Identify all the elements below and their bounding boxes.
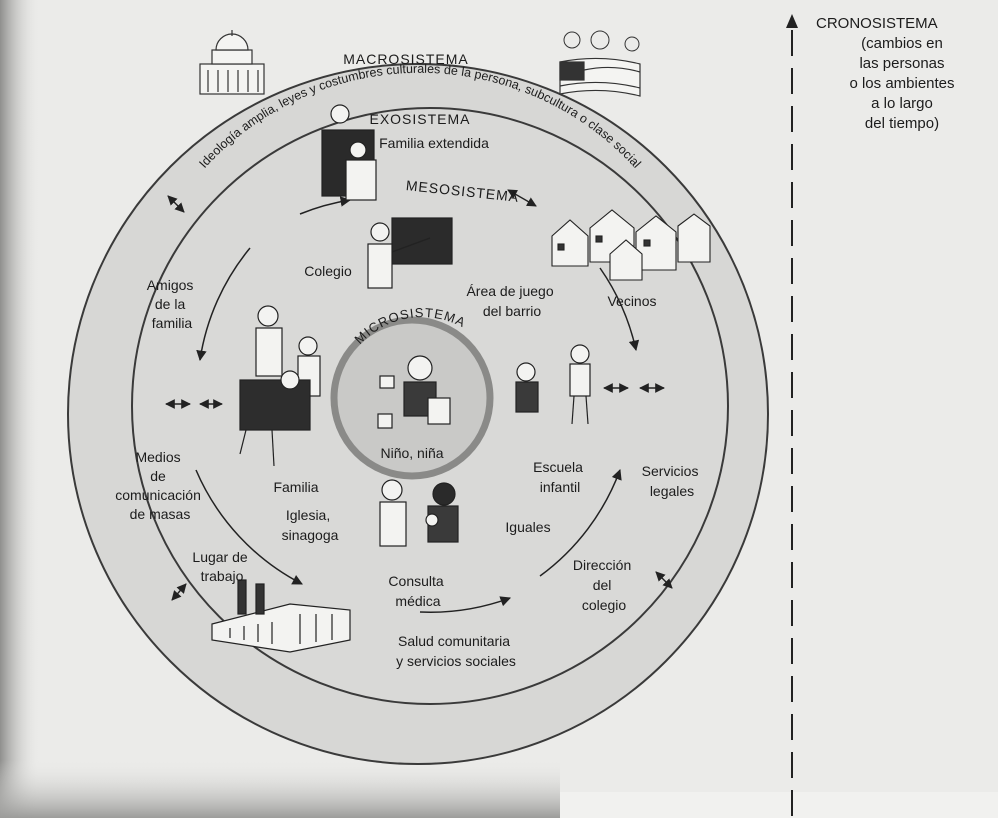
family-friends-label: Amigos de la familia: [147, 277, 198, 331]
peers-label: Iguales: [505, 519, 550, 535]
fireworks-icon: [563, 30, 640, 52]
workplace-label: Lugar de trabajo: [192, 549, 251, 584]
community-health-label: Salud comunitaria y servicios sociales: [396, 633, 516, 669]
preschool-label: Escuela infantil: [533, 459, 587, 495]
teacher-illustration: [367, 217, 453, 289]
child-playing-illustration: [377, 355, 451, 429]
medical-label: Consulta médica: [388, 573, 447, 609]
school-board-label: Dirección del colegio: [573, 557, 635, 613]
capitol-building-icon: [199, 30, 265, 95]
mesosystem-arrows: [195, 196, 640, 613]
exosystem-title: EXOSISTEMA: [369, 111, 470, 127]
playground-label: Área de juego del barrio: [466, 283, 557, 319]
neighbors-label: Vecinos: [607, 293, 656, 309]
school-label: Colegio: [304, 263, 352, 279]
chronosystem-description: (cambios en las personas o los ambientes…: [849, 35, 955, 132]
child-center-label: Niño, niña: [380, 445, 443, 461]
flag-icon: [559, 57, 641, 97]
medical-consultation-illustration: [379, 479, 459, 547]
family-illustration: [239, 305, 321, 467]
macrosystem-title: MACROSISTEMA: [343, 51, 469, 67]
boundary-arrows: [165, 189, 673, 601]
extended-family-label: Familia extendida: [379, 135, 489, 151]
church-label: Iglesia, sinagoga: [282, 507, 339, 543]
mass-media-label: Medios de comunicación de masas: [115, 449, 205, 522]
legal-services-label: Servicios legales: [642, 463, 703, 499]
chronosystem-timeline: [786, 14, 798, 818]
preschool-children-illustration: [515, 344, 591, 425]
chronosystem-legend: CRONOSISTEMA (cambios en las personas o …: [812, 14, 992, 134]
chronosystem-arrow-icon: [786, 14, 798, 28]
factory-building-icon: [211, 579, 351, 653]
chronosystem-title: CRONOSISTEMA: [816, 15, 938, 32]
extended-family-illustration: [321, 104, 377, 201]
family-label: Familia: [273, 479, 318, 495]
neighborhood-houses-icon: [551, 209, 711, 281]
